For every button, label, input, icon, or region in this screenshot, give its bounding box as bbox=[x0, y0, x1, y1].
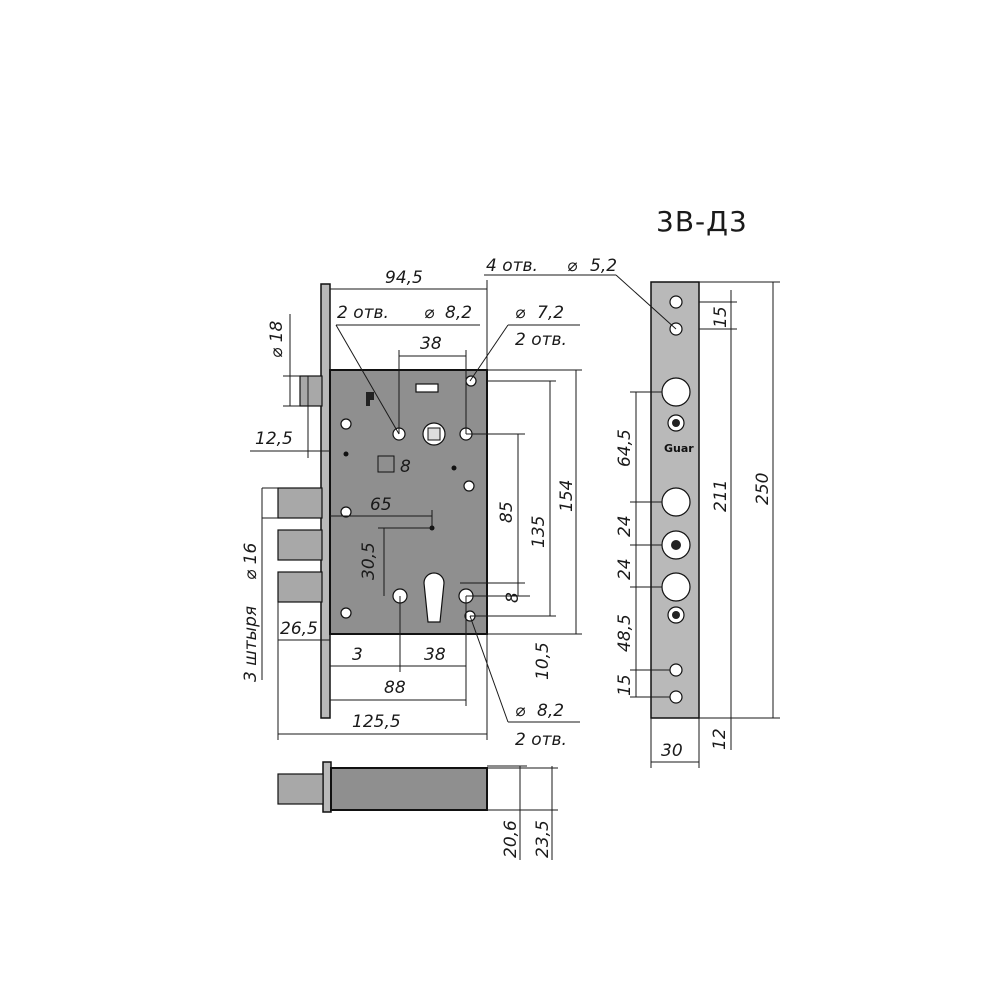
square-8-symbol bbox=[377, 455, 395, 473]
latch-bolt bbox=[299, 375, 323, 407]
plate-bolt-hole-3 bbox=[661, 572, 691, 602]
dim-38-bottom: 38 bbox=[424, 645, 446, 665]
plate-dim-64-5: 64,5 bbox=[615, 429, 635, 467]
plate-hole-1 bbox=[669, 295, 683, 309]
hole-7-2-top bbox=[465, 375, 477, 387]
dim-10-5: 10,5 bbox=[533, 642, 553, 680]
dim-8-2-bottom: 8,2 bbox=[537, 701, 564, 721]
dim-125-5: 125,5 bbox=[352, 712, 401, 732]
plate-dim-24-b: 24 bbox=[615, 558, 635, 580]
dim-16: ⌀ 16 bbox=[241, 543, 261, 580]
side-case bbox=[330, 767, 488, 811]
slot bbox=[415, 383, 439, 393]
dia-symbol-7-2: ⌀ bbox=[515, 303, 526, 323]
dim-23-5: 23,5 bbox=[533, 820, 553, 858]
dim-3: 3 bbox=[352, 645, 363, 665]
brand-logo: Guar bbox=[664, 442, 694, 455]
label-2-holes-top: 2 отв. bbox=[337, 303, 389, 323]
dia-symbol-5-2: ⌀ bbox=[567, 256, 578, 276]
dim-8-mid: 8 bbox=[503, 592, 523, 603]
screw-2 bbox=[340, 506, 352, 518]
dim-94-5: 94,5 bbox=[385, 268, 423, 288]
plate-hole-3 bbox=[669, 663, 683, 677]
dim-8-2-top: 8,2 bbox=[445, 303, 472, 323]
dim-26-5: 26,5 bbox=[280, 619, 318, 639]
side-faceplate bbox=[322, 761, 332, 813]
bolt-pin-1 bbox=[277, 487, 323, 519]
dim-7-2: 7,2 bbox=[537, 303, 564, 323]
dim-135: 135 bbox=[529, 516, 549, 548]
plate-dim-15-bottom: 15 bbox=[615, 674, 635, 696]
label-4-holes: 4 отв. bbox=[486, 256, 538, 276]
dim-5-2: 5,2 bbox=[590, 256, 617, 276]
bolt-pin-2 bbox=[277, 529, 323, 561]
plate-hole-4 bbox=[669, 690, 683, 704]
dim-12-5: 12,5 bbox=[255, 429, 293, 449]
lock-case bbox=[329, 369, 488, 635]
dim-18: ⌀ 18 bbox=[267, 321, 287, 358]
dim-65: 65 bbox=[370, 495, 392, 515]
plate-dim-15-top: 15 bbox=[711, 306, 731, 328]
dim-square-8: 8 bbox=[400, 457, 411, 477]
dim-20-6: 20,6 bbox=[501, 820, 521, 858]
label-3-pins: 3 штыря bbox=[241, 606, 261, 682]
plate-dim-250: 250 bbox=[753, 473, 773, 505]
plate-dim-48-5: 48,5 bbox=[615, 614, 635, 652]
label-2-holes-7-2: 2 отв. bbox=[515, 330, 567, 350]
dim-30-5: 30,5 bbox=[359, 542, 379, 580]
cylinder-cutout bbox=[423, 572, 445, 623]
hole-7-2-mid bbox=[463, 480, 475, 492]
plate-dim-30: 30 bbox=[661, 741, 683, 761]
screw-1 bbox=[340, 418, 352, 430]
strike-plate-view: Guar 4 отв. ⌀ 5,2 15 211 250 64,5 bbox=[484, 256, 780, 768]
screw-3 bbox=[340, 607, 352, 619]
lock-side-view: 20,6 23,5 bbox=[277, 761, 558, 860]
dim-85: 85 bbox=[497, 501, 517, 523]
side-bolt bbox=[277, 773, 324, 805]
bolt-pin-3 bbox=[277, 571, 323, 603]
plate-dim-211: 211 bbox=[711, 480, 731, 512]
plate-dim-12: 12 bbox=[710, 728, 730, 750]
dim-154: 154 bbox=[557, 480, 577, 512]
label-2-holes-bottom: 2 отв. bbox=[515, 730, 567, 750]
plate-latch-hole bbox=[661, 377, 691, 407]
plate-bolt-hole-1 bbox=[661, 487, 691, 517]
front-dimensions: 94,5 2 отв. ⌀ 8,2 ⌀ 7,2 2 отв. 38 ⌀ 18 1… bbox=[241, 268, 582, 750]
dia-symbol-8-2-bottom: ⌀ bbox=[515, 701, 526, 721]
dim-38-top: 38 bbox=[420, 334, 442, 354]
dim-88: 88 bbox=[384, 678, 406, 698]
lock-front-view bbox=[277, 283, 488, 719]
dia-symbol-8-2-top: ⌀ bbox=[424, 303, 435, 323]
plate-dim-24-a: 24 bbox=[615, 515, 635, 537]
model-title: 3В-Д3 bbox=[656, 205, 748, 238]
